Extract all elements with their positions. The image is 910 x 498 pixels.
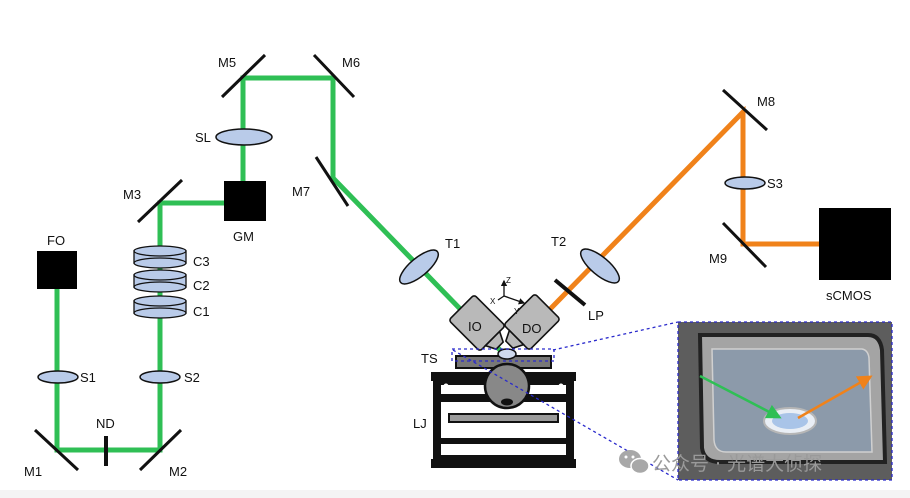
mirror-m2 (138, 428, 183, 472)
cylindrical-lens-c2 (133, 269, 187, 293)
label-do: DO (522, 321, 542, 336)
lab-jack-lj (431, 362, 576, 468)
label-axis-y: Y (514, 307, 520, 316)
lens-t2 (579, 248, 621, 284)
lens-t1 (398, 249, 440, 285)
label-lj: LJ (413, 416, 427, 431)
axis-indicator (497, 279, 526, 305)
lens-s1 (37, 370, 79, 384)
mirror-m6 (312, 53, 356, 99)
label-m3: M3 (123, 187, 141, 202)
wechat-icon (619, 450, 650, 475)
lens-s2 (139, 370, 181, 384)
lens-sl (215, 128, 273, 146)
mirror-m1 (33, 428, 80, 472)
detection-objective-do (504, 294, 560, 350)
cylindrical-lens-c3 (133, 245, 187, 269)
emission-beam-path (512, 105, 820, 348)
label-m7: M7 (292, 184, 310, 199)
mirror-m9 (721, 221, 768, 269)
label-m6: M6 (342, 55, 360, 70)
label-m9: M9 (709, 251, 727, 266)
bottom-strip (0, 490, 910, 498)
zoom-region (451, 348, 555, 362)
label-c1: C1 (193, 304, 210, 319)
label-sl: SL (195, 130, 211, 145)
label-s2: S2 (184, 370, 200, 385)
illumination-objective-io (449, 295, 505, 351)
label-ts: TS (421, 351, 438, 366)
watermark-text: 公众号 · 光谱大侦探 (652, 453, 822, 475)
label-lp: LP (588, 308, 604, 323)
label-s3: S3 (767, 176, 783, 191)
mirror-m3 (136, 178, 184, 224)
label-axis-x: X (490, 297, 496, 306)
galvo-mirror-gm (224, 181, 266, 221)
zoom-guide-top (552, 321, 679, 351)
scmos-camera (819, 208, 891, 280)
label-io: IO (468, 319, 482, 334)
label-gm: GM (233, 229, 254, 244)
mirror-m7 (314, 156, 350, 207)
label-nd: ND (96, 416, 115, 431)
label-axis-z: Z (506, 276, 511, 285)
label-t2: T2 (551, 234, 566, 249)
sample-closeup-inset (677, 321, 893, 481)
cylindrical-lens-c1 (133, 295, 187, 319)
label-t1: T1 (445, 236, 460, 251)
label-c3: C3 (193, 254, 210, 269)
lp-filter (553, 278, 587, 307)
label-fo: FO (47, 233, 65, 248)
lens-s3 (724, 176, 766, 190)
fiber-output-fo (37, 251, 77, 289)
mirror-m8 (721, 88, 769, 132)
label-m2: M2 (169, 464, 187, 479)
label-m5: M5 (218, 55, 236, 70)
label-scmos: sCMOS (826, 288, 872, 303)
label-s1: S1 (80, 370, 96, 385)
label-m1: M1 (24, 464, 42, 479)
mirror-m5 (220, 53, 267, 99)
label-m8: M8 (757, 94, 775, 109)
label-c2: C2 (193, 278, 210, 293)
